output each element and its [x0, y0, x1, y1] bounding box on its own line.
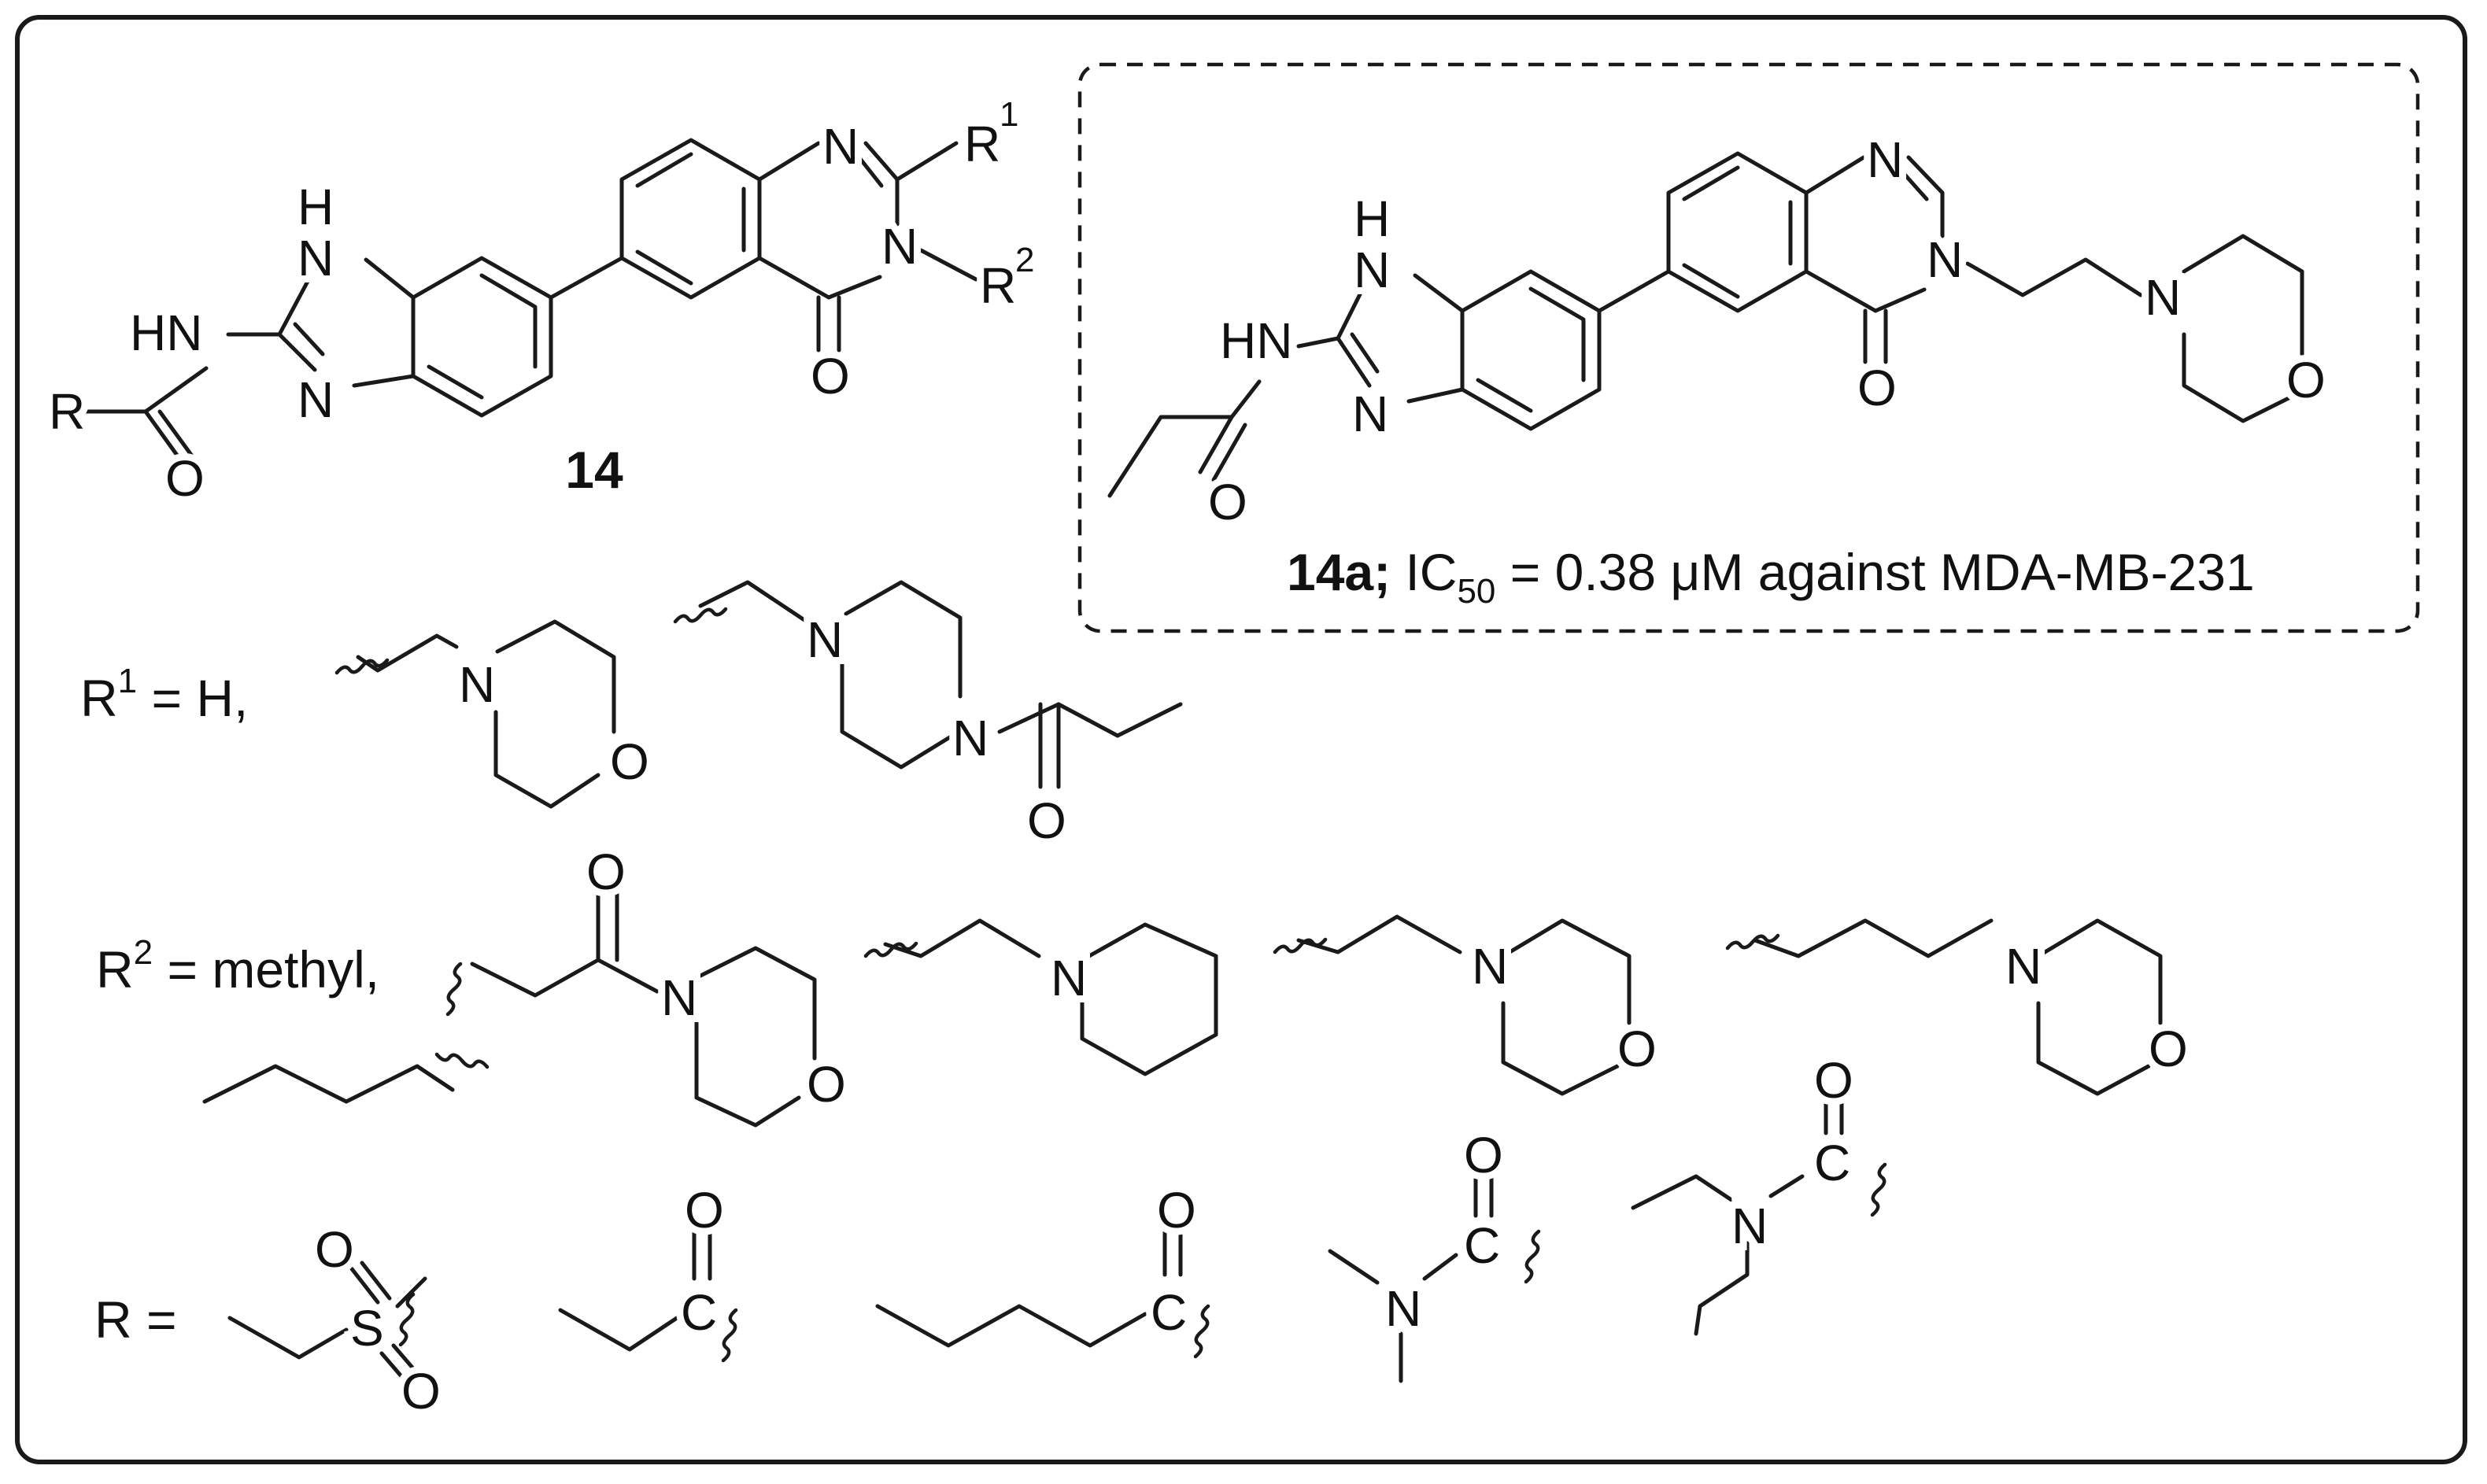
atom-O-amide-14a: O	[1208, 474, 1247, 530]
r2-acyl-morph-O: O	[807, 1056, 846, 1113]
r2-morph-propyl-N: N	[2005, 938, 2042, 995]
label-R1-sup: 1	[1000, 95, 1018, 134]
r-sulfonyl-O1: O	[315, 1221, 354, 1278]
atom-N-quin1: N	[822, 118, 859, 175]
atom-N1: N	[297, 230, 334, 286]
r-pentanoyl-C: C	[1151, 1284, 1187, 1341]
compound-number-14: 14	[565, 441, 623, 499]
outer-frame	[15, 15, 2467, 1464]
compound-14a: O HN H N N N N O N O	[1107, 124, 2333, 537]
r-dimethyl-O: O	[1464, 1127, 1503, 1183]
r1-pip-O: O	[1027, 792, 1066, 849]
r-dimethyl-N: N	[1385, 1280, 1421, 1337]
caption-ic: IC	[1405, 543, 1457, 601]
r-diethyl-C: C	[1814, 1135, 1850, 1191]
atom-N3: N	[297, 371, 334, 428]
r1-morph-N: N	[459, 656, 495, 713]
r1-pip-N1: N	[807, 611, 843, 668]
r2-morph-ethyl-O: O	[1617, 1021, 1657, 1077]
atom-Nq1-14a: N	[1867, 131, 1903, 188]
r-label: R =	[94, 1290, 177, 1349]
atom-N-quin3: N	[881, 218, 918, 275]
label-R2-sup: 2	[1015, 241, 1034, 279]
atom-O-carbonyl: O	[811, 348, 850, 404]
r-pentanoyl-O: O	[1157, 1182, 1196, 1239]
r-propanoyl-O: O	[685, 1182, 724, 1239]
caption-ic-sub: 50	[1457, 572, 1495, 611]
r2-acyl-N: N	[661, 969, 697, 1026]
r-propanoyl-C: C	[681, 1284, 717, 1341]
caption-14a: 14a; IC50 = 0.38 μM against MDA-MB-231	[1287, 543, 2255, 611]
caption-14a-number: 14a;	[1287, 543, 1391, 601]
label-R2: R	[980, 257, 1016, 314]
atom-Nmorph-14a: N	[2145, 269, 2181, 326]
caption-rest: = 0.38 μM against MDA-MB-231	[1510, 543, 2255, 601]
r1-pip-N4: N	[952, 710, 989, 766]
atom-O-amide: O	[165, 450, 205, 507]
r-diethyl-N: N	[1731, 1198, 1768, 1254]
r-row: R = S O O C O C O N C O	[94, 1045, 1887, 1427]
r2-label: R2 = methyl,	[96, 933, 379, 999]
r1-label: R1 = H,	[80, 662, 248, 727]
atom-H-14a: H	[1354, 190, 1390, 247]
atom-Nq3-14a: N	[1927, 231, 1963, 288]
atom-R: R	[49, 383, 85, 440]
atom-Ocarb-14a: O	[1857, 360, 1897, 416]
r1-morph-O: O	[610, 733, 649, 790]
r-sulfonyl-S: S	[350, 1300, 384, 1357]
r2-piperidine-N: N	[1051, 950, 1087, 1006]
general-structure-14: R O HN H N N N N O R 1 R 2 14	[42, 95, 1034, 514]
atom-N1-14a: N	[1354, 242, 1390, 298]
r2-acyl-O: O	[586, 844, 626, 900]
atom-Omorph-14a: O	[2286, 352, 2326, 408]
r2-morph-ethyl-N: N	[1472, 938, 1508, 995]
highlight-box-14a	[1077, 62, 2420, 633]
r1-row: R1 = H, N O N N O	[80, 580, 1183, 856]
atom-H: H	[297, 179, 334, 235]
r2-row: R2 = methyl, O N O N N O N O	[96, 836, 2195, 1128]
atom-HN: HN	[130, 305, 202, 361]
r-dimethyl-C: C	[1464, 1217, 1500, 1274]
atom-HN-14a: HN	[1220, 312, 1292, 369]
atom-N3-14a: N	[1352, 386, 1388, 442]
r2-morph-propyl-O: O	[2149, 1021, 2188, 1077]
label-R1: R	[964, 116, 1000, 172]
r-diethyl-O: O	[1814, 1052, 1853, 1109]
r-sulfonyl-O2: O	[401, 1363, 441, 1419]
